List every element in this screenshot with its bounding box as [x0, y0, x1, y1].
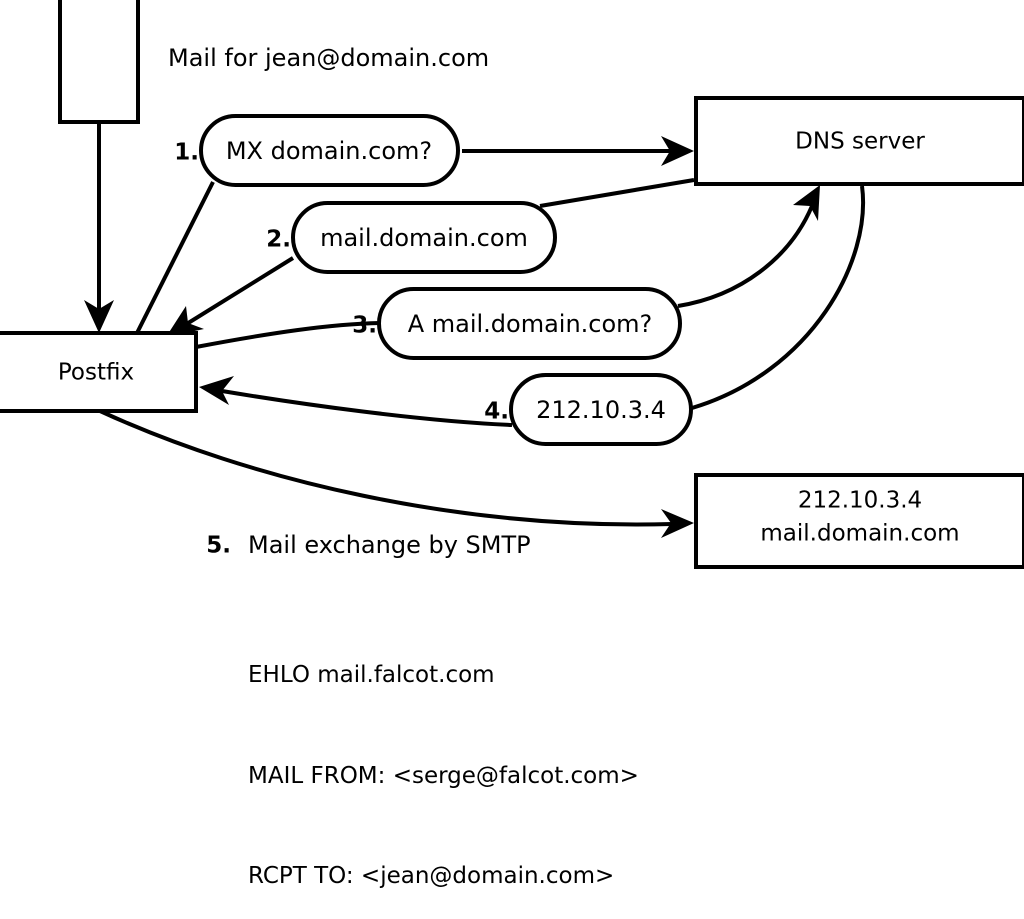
step-2-number: 2. [266, 227, 291, 253]
step-4-bubble [509, 373, 693, 446]
step-1-group: MX domain.com? 1. [174, 114, 460, 187]
edge-client-to-postfix [84, 122, 114, 333]
smtp-transcript: EHLO mail.falcot.com MAIL FROM: <serge@f… [248, 592, 639, 919]
step-4-bubble-label: 212.10.3.4 [536, 396, 666, 424]
mail-for-heading: Mail for jean@domain.com [168, 44, 489, 72]
destination-host-label: mail.domain.com [760, 521, 959, 547]
arrowhead-step4-to-postfix [199, 376, 234, 405]
dns-server-node: DNS server [694, 96, 1024, 186]
transcript-line: RCPT TO: <jean@domain.com> [248, 863, 615, 889]
arrowhead-step1-to-dns [661, 136, 694, 166]
transcript-line: EHLO mail.falcot.com [248, 662, 495, 688]
step-5-number: 5. [206, 533, 231, 559]
client-box [58, 0, 140, 124]
dns-server-box [694, 96, 1024, 186]
arrowhead-client-to-postfix [84, 300, 114, 333]
dns-server-label: DNS server [795, 129, 925, 155]
edge-dns-to-step4 [691, 185, 865, 410]
step-2-group: mail.domain.com 2. [266, 201, 557, 274]
edge-postfix-to-step3 [195, 321, 381, 349]
edge-dns-to-step2 [539, 178, 695, 208]
step-4-number: 4. [484, 399, 509, 425]
edge-step4-to-postfix [199, 376, 513, 427]
destination-ip-label: 212.10.3.4 [798, 488, 922, 514]
edge-step1-to-dns [462, 136, 694, 166]
step-1-number: 1. [174, 140, 199, 166]
postfix-node: Postfix [0, 331, 198, 413]
step-2-bubble [291, 201, 557, 274]
edge-step1-tail-to-postfix [135, 181, 215, 334]
step-4-group: 212.10.3.4 4. [484, 373, 693, 446]
transcript-line: MAIL FROM: <serge@falcot.com> [248, 762, 639, 789]
step-3-bubble-label: A mail.domain.com? [408, 310, 653, 338]
step-5-caption: Mail exchange by SMTP [248, 531, 531, 559]
edge-step2-to-postfix [166, 256, 295, 337]
arrowhead-step3-to-dns [793, 185, 820, 221]
step-3-number: 3. [352, 313, 377, 339]
step-1-bubble [199, 114, 460, 187]
postfix-box [0, 331, 198, 413]
step-3-bubble [377, 287, 682, 360]
destination-node: 212.10.3.4 mail.domain.com [694, 473, 1024, 569]
step-3-group: A mail.domain.com? 3. [352, 287, 682, 360]
step-1-bubble-label: MX domain.com? [226, 137, 432, 165]
destination-box [694, 473, 1024, 569]
arrowhead-postfix-to-destination [661, 509, 694, 538]
edge-postfix-to-destination [99, 409, 694, 538]
step-2-bubble-label: mail.domain.com [320, 224, 528, 252]
arrowhead-step2-to-postfix [166, 306, 204, 337]
postfix-label: Postfix [58, 360, 134, 386]
edge-step3-to-dns [677, 185, 820, 308]
